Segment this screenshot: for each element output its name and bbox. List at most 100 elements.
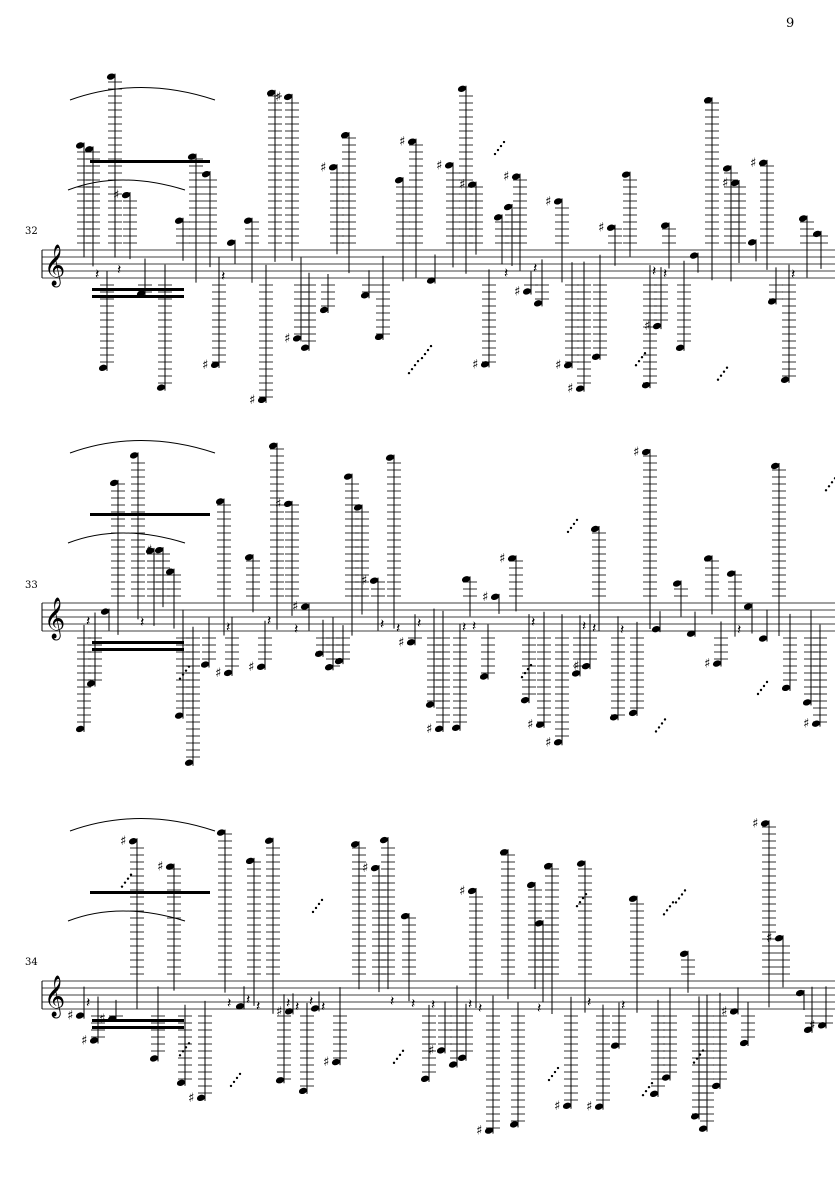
sharp-icon: ♯	[399, 135, 405, 150]
notehead	[176, 1079, 186, 1086]
sharp-icon: ♯	[586, 1100, 592, 1115]
tremolo-mark	[719, 374, 723, 377]
tremolo-mark	[683, 889, 687, 892]
sharp-icon: ♯	[567, 382, 573, 397]
tremolo-mark	[722, 370, 726, 373]
sharp-icon: ♯	[482, 590, 488, 605]
notehead	[425, 701, 435, 708]
tremolo-mark	[238, 1072, 242, 1076]
tremolo-mark	[556, 1066, 560, 1070]
notehead	[461, 576, 471, 583]
rest-icon: 𝄽	[663, 266, 667, 282]
tremolo-mark	[575, 518, 579, 522]
rest-icon: 𝄽	[531, 615, 535, 631]
tremolo-mark	[660, 722, 664, 725]
slur	[67, 179, 186, 191]
notehead	[758, 159, 768, 167]
notehead	[649, 1090, 659, 1097]
sharp-icon: ♯	[527, 718, 533, 733]
rest-icon: 𝄽	[462, 620, 466, 636]
notehead	[129, 452, 139, 459]
notehead	[672, 580, 682, 587]
tremolo-mark	[578, 900, 582, 904]
sharp-icon: ♯	[120, 834, 126, 849]
page-number: 9	[786, 16, 795, 31]
notehead	[451, 724, 461, 731]
notehead	[698, 1125, 708, 1132]
tremolo-mark	[650, 1081, 654, 1085]
tremolo-mark	[553, 1070, 557, 1074]
notehead	[591, 353, 601, 360]
sharp-icon: ♯	[545, 735, 551, 750]
notehead	[812, 230, 822, 238]
notehead	[467, 887, 477, 895]
tremolo-mark	[827, 485, 831, 488]
rest-icon: 𝄽	[431, 997, 435, 1013]
tremolo-mark	[520, 675, 524, 679]
rest-icon: 𝄽	[737, 622, 741, 638]
notehead	[652, 322, 662, 330]
tremolo-mark	[569, 526, 573, 530]
sharp-icon: ♯	[398, 635, 404, 650]
sharp-icon: ♯	[362, 861, 368, 876]
notehead	[407, 138, 417, 145]
rest-icon: 𝄽	[587, 995, 591, 1011]
sharp-icon: ♯	[323, 1055, 329, 1070]
notehead	[802, 699, 812, 706]
notehead	[360, 292, 370, 299]
tremolo-mark	[640, 356, 644, 359]
notehead	[534, 920, 544, 927]
notehead	[106, 73, 116, 80]
notehead	[420, 1075, 430, 1082]
sharp-icon: ♯	[472, 357, 478, 372]
tremolo-mark	[547, 1078, 551, 1082]
rest-icon: 𝄽	[582, 619, 586, 635]
tremolo-mark	[502, 140, 506, 144]
tremolo-mark	[499, 144, 503, 148]
tremolo-mark	[824, 489, 828, 492]
notehead	[324, 664, 334, 671]
sharp-icon: ♯	[276, 1004, 282, 1019]
slur	[69, 440, 216, 454]
tremolo-mark	[572, 522, 576, 526]
rest-icon: 𝄽	[267, 613, 271, 629]
sharp-icon: ♯	[202, 358, 208, 373]
sharp-icon: ♯	[426, 722, 432, 737]
sharp-icon: ♯	[157, 860, 163, 875]
notehead	[400, 912, 410, 920]
tremolo-mark	[420, 356, 424, 360]
notehead	[184, 759, 194, 766]
notehead	[121, 191, 131, 199]
notehead	[509, 1121, 519, 1128]
tremolo-mark	[644, 1089, 648, 1093]
slur	[67, 910, 186, 922]
sharp-icon: ♯	[503, 170, 509, 185]
treble-clef-icon: 𝄞	[44, 244, 65, 287]
tremolo-mark	[581, 896, 585, 900]
notehead	[370, 864, 380, 872]
rest-icon: 𝄽	[226, 620, 230, 636]
beam	[92, 1026, 184, 1029]
beam	[92, 288, 184, 291]
slur	[69, 87, 216, 101]
tremolo-mark	[398, 1053, 402, 1057]
sharp-icon: ♯	[545, 194, 551, 209]
notehead	[758, 635, 768, 642]
notehead	[590, 525, 600, 533]
notehead	[200, 661, 210, 668]
notehead	[394, 177, 404, 184]
tremolo-mark	[550, 1074, 554, 1078]
notehead	[503, 203, 513, 211]
sharp-icon: ♯	[752, 816, 758, 831]
sharp-icon: ♯	[428, 1043, 434, 1058]
notehead	[264, 837, 274, 844]
notehead	[310, 1005, 320, 1012]
tremolo-mark	[692, 1061, 696, 1064]
tremolo-mark	[756, 692, 760, 696]
notehead	[493, 214, 503, 221]
notehead	[817, 1022, 827, 1029]
notehead	[798, 215, 808, 222]
notehead	[457, 85, 467, 92]
sharp-icon: ♯	[573, 659, 579, 674]
notehead	[563, 362, 573, 369]
